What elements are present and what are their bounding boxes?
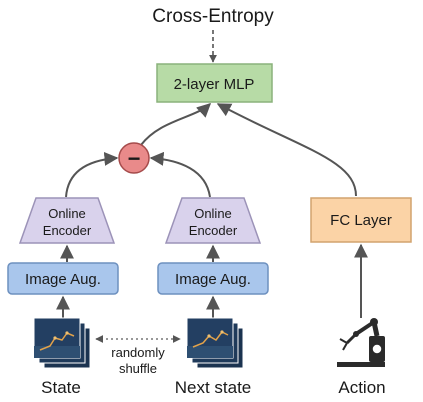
right-encoder-line1: Online [194, 206, 232, 221]
subtract-symbol: − [128, 146, 141, 171]
state-frames-icon [33, 317, 91, 369]
fc-layer-label: FC Layer [330, 212, 392, 229]
left-online-encoder [18, 197, 116, 244]
left-encoder-to-minus-arrow [65, 151, 119, 198]
left-encoder-line1: Online [48, 206, 86, 221]
right-online-encoder [164, 197, 262, 244]
mlp-label: 2-layer MLP [174, 76, 255, 93]
next-state-frames-icon [186, 317, 244, 369]
shuffle-line2: shuffle [119, 361, 157, 376]
right-image-aug-label: Image Aug. [175, 271, 251, 288]
right-encoder-line2: Encoder [189, 223, 238, 238]
right-image-aug-box [157, 262, 269, 295]
action-label: Action [338, 378, 385, 397]
cross-entropy-label: Cross-Entropy [152, 6, 274, 27]
next-state-label: Next state [175, 378, 252, 397]
fc-layer-box [310, 197, 412, 243]
robot-arm-icon [337, 318, 385, 367]
left-image-aug-box [7, 262, 119, 295]
mlp-box [156, 63, 273, 103]
subtract-node [118, 142, 150, 174]
right-encoder-to-minus-arrow [149, 151, 211, 198]
shuffle-line1: randomly [111, 345, 165, 360]
minus-to-mlp-arrow [140, 103, 212, 146]
left-encoder-line2: Encoder [43, 223, 92, 238]
fc-to-mlp-arrow [216, 103, 357, 197]
left-image-aug-label: Image Aug. [25, 271, 101, 288]
state-label: State [41, 378, 81, 397]
